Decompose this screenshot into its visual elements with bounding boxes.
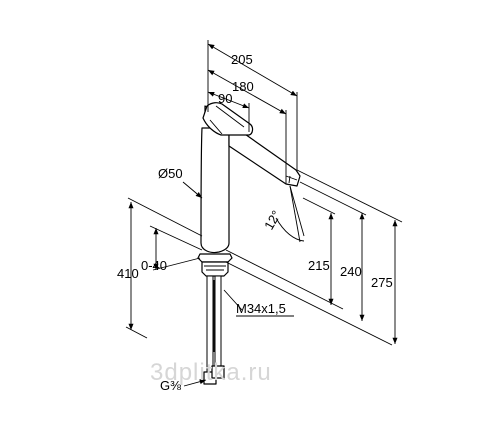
dim-label-180: 180 <box>232 79 254 94</box>
dim-label-205: 205 <box>231 52 253 67</box>
connection-label: G⅜ <box>160 378 181 393</box>
dim-label-410: 410 <box>117 266 139 281</box>
left-dimension-lines <box>125 197 203 339</box>
dim-label-range: 0-40 <box>141 258 167 273</box>
dim-label-215: 215 <box>308 258 330 273</box>
dim-label-90: 90 <box>218 91 232 106</box>
nut-thread <box>204 265 226 271</box>
spout-tip <box>285 175 298 184</box>
faucet-base <box>197 253 233 263</box>
angle-indicator <box>275 185 305 243</box>
top-dimension-lines <box>207 40 298 184</box>
supply-hose-right <box>214 275 222 370</box>
thread-leader <box>223 289 243 311</box>
thread-label: M34x1,5 <box>236 301 286 316</box>
faucet-body <box>197 102 301 385</box>
right-dimension-lines <box>225 169 403 346</box>
diameter-label: Ø50 <box>158 166 183 181</box>
hose-fitting-right <box>211 365 225 379</box>
angle-label: 12° <box>261 208 284 233</box>
faucet-column <box>200 127 230 254</box>
dim-line-90 <box>207 91 250 109</box>
dim-label-275: 275 <box>371 275 393 290</box>
watermark: 3dplitka.ru <box>150 359 272 386</box>
dim-label-240: 240 <box>340 264 362 279</box>
diameter-leader <box>182 181 203 199</box>
mounting-nut <box>201 261 229 277</box>
connection-leader <box>183 379 207 387</box>
